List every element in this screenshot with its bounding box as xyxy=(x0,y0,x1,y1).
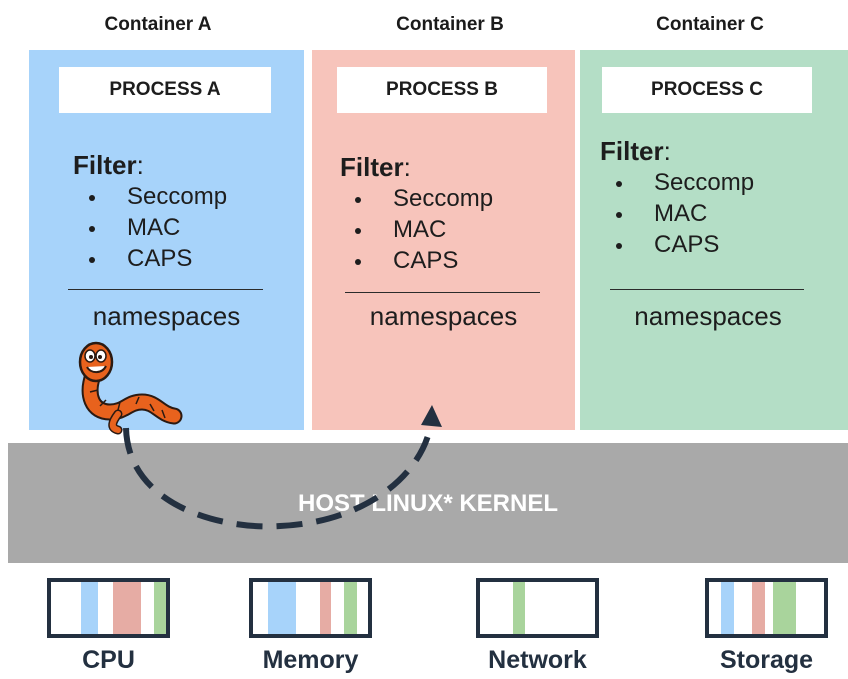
bar-red xyxy=(113,582,141,634)
arrowhead xyxy=(421,405,442,427)
bar-blue xyxy=(721,582,734,634)
storage-label: Storage xyxy=(719,646,814,674)
filter-label-b: Filter: xyxy=(340,152,411,182)
worm-icon xyxy=(78,341,183,435)
filter-item: CAPS xyxy=(602,229,754,260)
namespaces-label-c: namespaces xyxy=(634,301,782,331)
cpu-resource-box xyxy=(47,578,170,638)
namespaces-label-a: namespaces xyxy=(92,301,241,331)
network-label: Network xyxy=(488,646,587,674)
container-a-panel: PROCESS A Filter: Seccomp MAC CAPS names… xyxy=(29,50,304,430)
filter-item: Seccomp xyxy=(75,181,227,212)
filter-title: Filter xyxy=(73,150,137,180)
filter-item: MAC xyxy=(341,214,493,245)
host-kernel-band xyxy=(8,443,848,563)
dashed-curved-arrow xyxy=(123,421,434,530)
bar-blue xyxy=(268,582,296,634)
cpu-label: CPU xyxy=(82,646,135,674)
filter-list-b: Seccomp MAC CAPS xyxy=(341,183,493,276)
filter-list-c: Seccomp MAC CAPS xyxy=(602,167,754,260)
bar-green xyxy=(773,582,796,634)
filter-title: Filter xyxy=(600,136,664,166)
bar-green xyxy=(344,582,357,634)
bar-green xyxy=(154,582,166,634)
bar-red xyxy=(320,582,331,634)
filter-item: Seccomp xyxy=(602,167,754,198)
network-resource-box xyxy=(476,578,599,638)
filter-item: CAPS xyxy=(75,243,227,274)
filter-item: MAC xyxy=(75,212,227,243)
filter-item: Seccomp xyxy=(341,183,493,214)
process-a-box: PROCESS A xyxy=(59,67,271,113)
memory-resource-box xyxy=(249,578,372,638)
namespaces-label-b: namespaces xyxy=(369,301,518,331)
container-a-title: Container A xyxy=(104,14,212,35)
process-c-box: PROCESS C xyxy=(602,67,812,113)
process-b-box: PROCESS B xyxy=(337,67,547,113)
divider-c xyxy=(610,289,804,290)
bar-blue xyxy=(81,582,98,634)
divider-b xyxy=(345,292,540,293)
memory-label: Memory xyxy=(262,646,359,674)
filter-item: CAPS xyxy=(341,245,493,276)
container-b-title: Container B xyxy=(396,14,504,35)
filter-title: Filter xyxy=(340,152,404,182)
host-kernel-label: HOST LINUX* KERNEL xyxy=(297,490,558,517)
storage-resource-box xyxy=(705,578,828,638)
container-c-panel: PROCESS C Filter: Seccomp MAC CAPS names… xyxy=(580,50,848,430)
filter-label-a: Filter: xyxy=(73,150,144,180)
container-b-panel: PROCESS B Filter: Seccomp MAC CAPS names… xyxy=(312,50,575,430)
bar-green xyxy=(513,582,525,634)
bar-red xyxy=(752,582,765,634)
container-c-title: Container C xyxy=(656,14,764,35)
divider-a xyxy=(68,289,263,290)
filter-list-a: Seccomp MAC CAPS xyxy=(75,181,227,274)
filter-label-c: Filter: xyxy=(600,136,671,166)
filter-item: MAC xyxy=(602,198,754,229)
